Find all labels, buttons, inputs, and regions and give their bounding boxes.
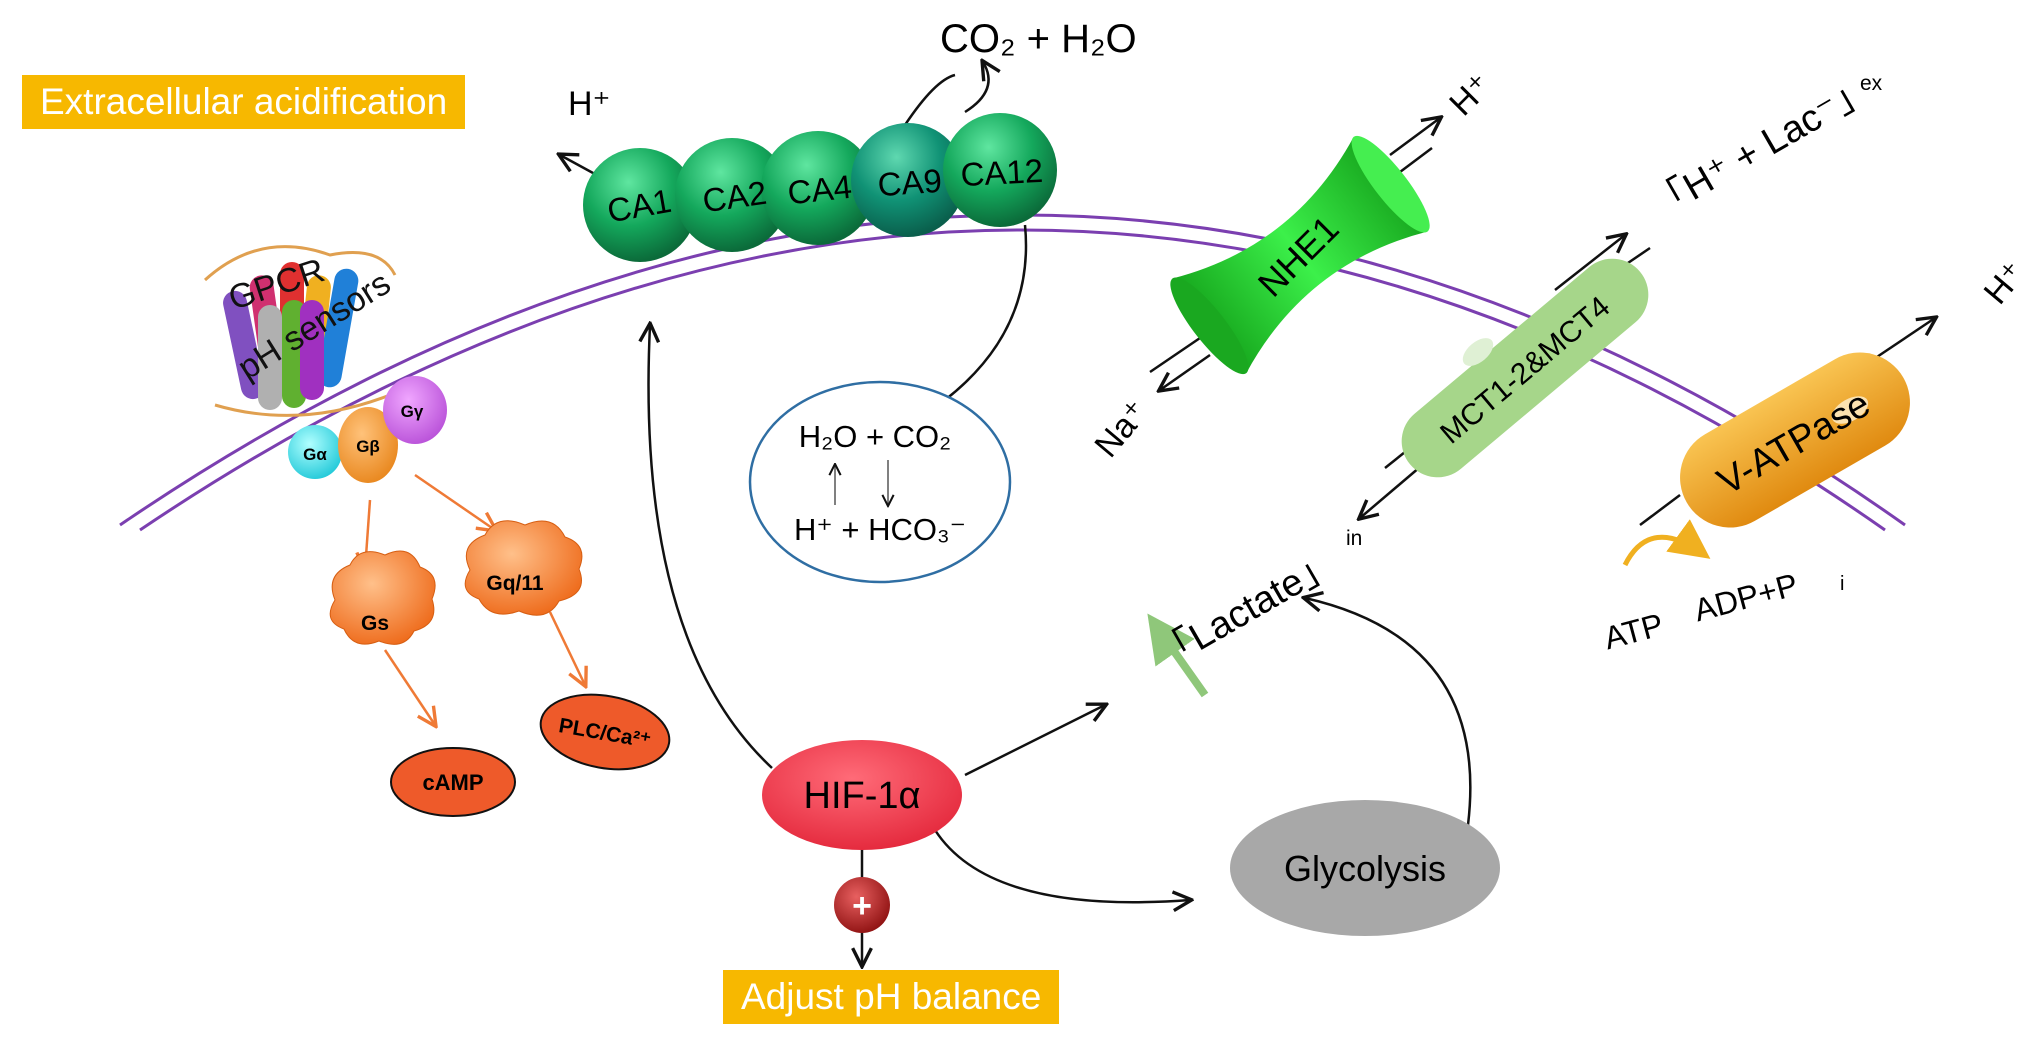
hif-to-lactate-arrow [964,705,1105,777]
equation-circle [748,380,1012,584]
h-plus-vatp: H⁺ [1977,255,2032,312]
plc-node [539,693,671,771]
lactate-label: 「Lactate」 [1150,541,1345,678]
hif-to-glycolysis-arrow [933,829,1190,902]
plus-node [834,877,890,933]
g-gamma-label: Gγ [401,402,424,421]
equation-top: H₂O + CO₂ [799,419,951,454]
nhe-h-out-arrow [1389,118,1440,157]
gs-label: Gs [361,612,389,635]
gq-to-plc-arrow [548,611,585,685]
g-alpha-label: Gα [303,445,327,464]
hif-node [762,740,962,850]
equation-bottom: H⁺ + HCO₃⁻ [794,512,966,547]
ca-to-co2-arrow [903,73,956,126]
mct-out-arrow [1554,235,1625,291]
ca4-sphere [761,131,875,245]
ca9-sphere [851,123,965,237]
adjust-ph-box: Adjust pH balance [723,970,1060,1024]
g-alpha-sphere [288,425,342,479]
vatp-in-line [1639,494,1681,526]
nhe-na-in-arrow [1160,353,1211,390]
membrane-inner [139,228,1886,532]
ca12-sphere [943,113,1057,227]
h-lac-sub: ex [1860,72,1883,95]
glycolysis-to-lactate-arrow [1305,598,1472,826]
ca4-label: CA4 [786,168,854,212]
ca1-sphere [583,148,697,262]
lactate-increase-arrow [1147,613,1209,698]
mct-transporter [1401,258,1649,478]
h-lac-label: 「H⁺ + Lac⁻」 [1644,67,1880,227]
adp-sub: i [1840,573,1844,595]
g-beta-label: Gβ [356,437,380,456]
glycolysis-label: Glycolysis [1284,848,1446,889]
nhe1-transporter [1170,135,1430,375]
nhe-na-line [1149,336,1201,374]
gpcr-receptor [203,245,397,417]
gq-label: Gq/11 [486,572,544,595]
membrane-outer [119,213,1906,527]
gq-node [464,520,583,616]
camp-label: cAMP [422,770,483,795]
ca-enzyme-chain: CA1 CA2 CA4 CA9 CA12 [583,113,1057,262]
camp-node [390,747,516,817]
h-plus-left: H⁺ [568,85,611,123]
adp-label: ADP+P [1690,566,1802,628]
gs-node [329,550,436,645]
ca2-sphere [675,138,789,252]
ca12-to-equation-line [944,224,1028,401]
g-beta-sphere [338,407,398,483]
gs-to-camp-arrow [383,649,435,725]
lactate-sub: in [1346,527,1362,550]
co2-return-arrow [964,62,989,114]
plus-label: + [852,887,872,925]
ca2-label: CA2 [700,174,769,220]
atp-hydrolysis-arrow [1622,519,1711,567]
gb-to-gq-arrow [414,473,495,530]
mct-highlight [1462,338,1494,366]
hif-label: HIF-1α [804,775,921,817]
ca9-label: CA9 [876,162,943,203]
hif-to-ca-arrow [649,325,773,769]
vatpase-transporter [1680,352,1910,528]
glycolysis-node [1230,800,1500,936]
extracellular-acidification-box: Extracellular acidification [22,75,466,129]
g-gamma-sphere [383,376,447,444]
vatp-highlight [1831,396,1869,424]
h-plus-nhe: H⁺ [1442,66,1499,123]
ca12-label: CA12 [960,152,1044,193]
atp-label: ATP [1600,606,1667,656]
nhe-h-line [1399,147,1433,173]
co2-h2o-label: CO₂ + H₂O [940,17,1137,61]
na-plus-label: Na⁺ [1087,393,1156,464]
